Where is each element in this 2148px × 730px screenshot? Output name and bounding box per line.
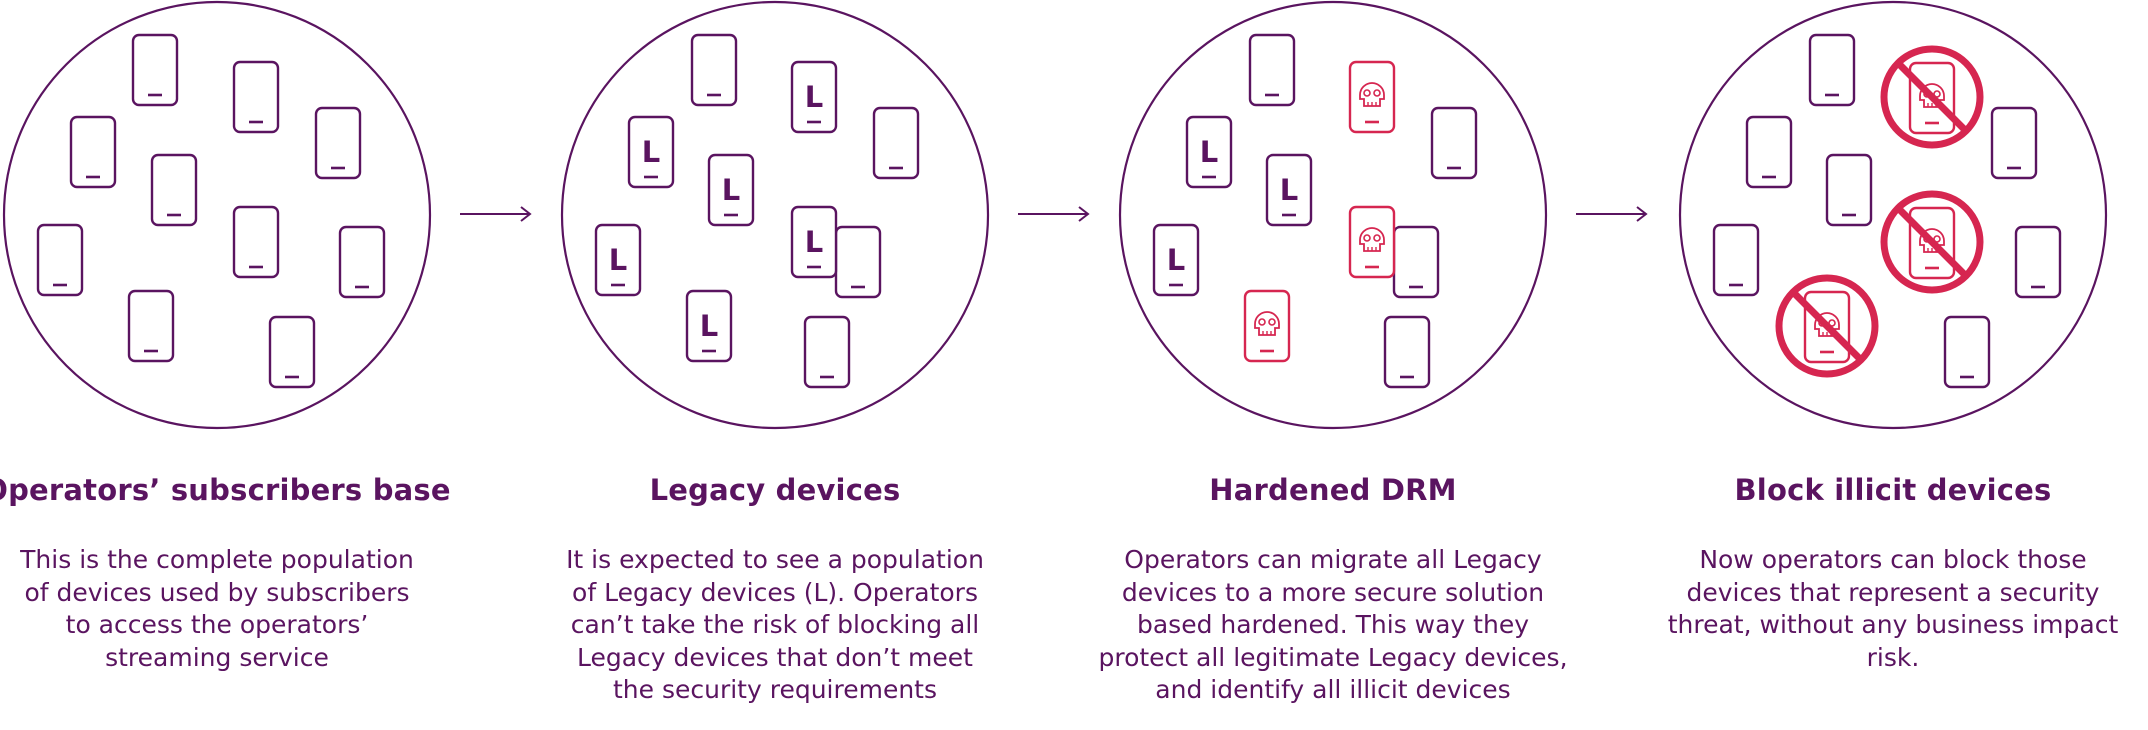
- population-circle: [1678, 0, 2108, 430]
- phone-icon: [872, 106, 920, 180]
- legacy-phone-icon: L: [1265, 153, 1313, 227]
- stage-subscribers-base: Operators’ subscribers base This is the …: [0, 470, 467, 674]
- stage-title: Operators’ subscribers base: [0, 473, 451, 507]
- legacy-phone-icon: L: [790, 205, 838, 279]
- legacy-phone-icon: L: [594, 223, 642, 297]
- phone-icon: [1392, 225, 1440, 299]
- arrow-right-icon: [460, 206, 532, 222]
- phone-icon: [69, 115, 117, 189]
- stage-title: Hardened DRM: [1209, 473, 1457, 507]
- population-circle: [2, 0, 432, 430]
- description-line: risk.: [1866, 642, 1920, 672]
- legacy-phone-icon: L: [1185, 115, 1233, 189]
- legacy-letter: L: [1200, 135, 1218, 169]
- description-line: It is expected to see a population: [566, 545, 984, 574]
- skull-phone-icon: [1348, 205, 1396, 279]
- phone-icon: [338, 225, 386, 299]
- prohibited-icon: [1775, 274, 1879, 378]
- legacy-letter: L: [700, 309, 718, 343]
- legacy-phone-icon: L: [627, 115, 675, 189]
- description-line: Legacy devices that don’t meet: [577, 642, 973, 672]
- description-line: devices to a more secure solution: [1121, 577, 1545, 607]
- phone-icon: [131, 33, 179, 107]
- phone-icon: [803, 315, 851, 389]
- phone-icon: [1745, 115, 1793, 189]
- description-line: the security requirements: [612, 675, 938, 704]
- stage-description: This is the complete population of devic…: [0, 544, 467, 674]
- stage-legacy-devices: Legacy devices It is expected to see a p…: [525, 470, 1025, 707]
- phone-icon: [268, 315, 316, 389]
- phone-icon: [1248, 33, 1296, 107]
- legacy-letter: L: [609, 243, 627, 277]
- legacy-letter: L: [1280, 173, 1298, 207]
- legacy-letter: L: [1167, 243, 1185, 277]
- stage-hardened-drm: Hardened DRM Operators can migrate all L…: [1083, 470, 1583, 707]
- legacy-letter: L: [642, 135, 660, 169]
- arrow-right-icon: [1576, 206, 1648, 222]
- stage-block-illicit: Block illicit devices Now operators can …: [1643, 470, 2143, 674]
- phone-icon: [690, 33, 738, 107]
- legacy-phone-icon: L: [1152, 223, 1200, 297]
- legacy-letter: L: [722, 173, 740, 207]
- population-circle: [1118, 0, 1548, 430]
- description-line: devices that represent a security: [1686, 577, 2100, 607]
- legacy-letter: L: [805, 80, 823, 114]
- description-line: and identify all illicit devices: [1155, 675, 1511, 704]
- phone-icon: [834, 225, 882, 299]
- description-line: Now operators can block those: [1699, 545, 2087, 574]
- stage-description: Operators can migrate all Legacy devices…: [1083, 544, 1583, 707]
- skull-icon: [1254, 311, 1280, 336]
- stage-title: Legacy devices: [649, 473, 901, 507]
- description-line: This is the complete population: [20, 545, 414, 574]
- arrow-right-icon: [1018, 206, 1090, 222]
- description-line: of devices used by subscribers: [24, 577, 410, 607]
- phone-icon: [1825, 153, 1873, 227]
- legacy-phone-icon: L: [685, 289, 733, 363]
- legacy-phone-icon: L: [707, 153, 755, 227]
- description-line: threat, without any business impact: [1667, 610, 2119, 639]
- phone-icon: [1383, 315, 1431, 389]
- prohibited-icon: [1880, 190, 1984, 294]
- description-line: to access the operators’: [65, 610, 369, 639]
- blocked-phone-icon: [1775, 274, 1879, 378]
- description-line: based hardened. This way they: [1136, 610, 1530, 639]
- stage-description: Now operators can block those devices th…: [1643, 544, 2143, 674]
- blocked-phone-icon: [1880, 190, 1984, 294]
- legacy-phone-icon: L: [790, 60, 838, 134]
- stage-title: Block illicit devices: [1734, 473, 2052, 507]
- phone-icon: [1712, 223, 1760, 297]
- description-line: streaming service: [105, 642, 329, 672]
- phone-icon: [2014, 225, 2062, 299]
- phone-icon: [1430, 106, 1478, 180]
- skull-icon: [1359, 82, 1385, 107]
- phone-icon: [1808, 33, 1856, 107]
- phone-icon: [127, 289, 175, 363]
- skull-icon: [1359, 227, 1385, 252]
- phone-icon: [232, 205, 280, 279]
- stage-description: It is expected to see a population of Le…: [525, 544, 1025, 707]
- description-line: of Legacy devices (L). Operators: [572, 577, 978, 607]
- phone-icon: [36, 223, 84, 297]
- phone-icon: [232, 60, 280, 134]
- description-line: Operators can migrate all Legacy: [1124, 545, 1542, 574]
- phone-icon: [1943, 315, 1991, 389]
- skull-phone-icon: [1348, 60, 1396, 134]
- phone-icon: [150, 153, 198, 227]
- population-circle: [560, 0, 990, 430]
- blocked-phone-icon: [1880, 45, 1984, 149]
- prohibited-icon: [1880, 45, 1984, 149]
- skull-phone-icon: [1243, 289, 1291, 363]
- description-line: can’t take the risk of blocking all: [570, 610, 980, 639]
- phone-icon: [1990, 106, 2038, 180]
- phone-icon: [314, 106, 362, 180]
- legacy-letter: L: [805, 225, 823, 259]
- description-line: protect all legitimate Legacy devices,: [1098, 642, 1568, 672]
